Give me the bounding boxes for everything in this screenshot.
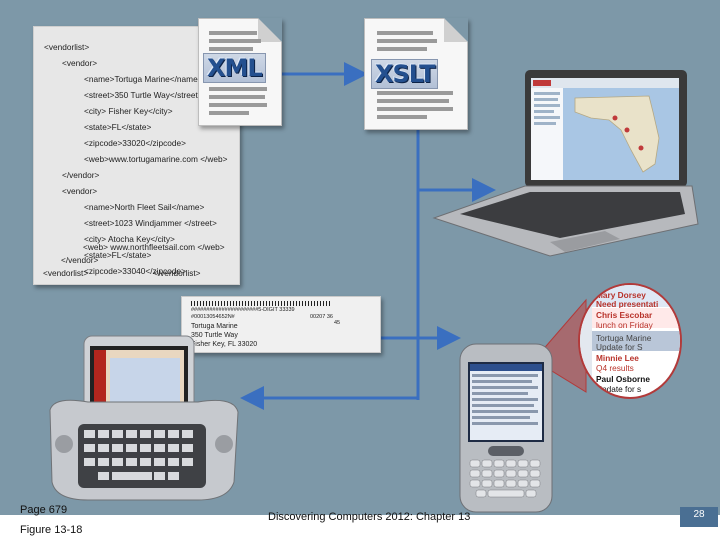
email-subject: Update for S <box>596 342 643 352</box>
code-line: <vendorlist> <box>44 42 90 52</box>
figure-caption: Figure 13-18 <box>20 524 83 536</box>
label-street: 350 Turtle Way <box>191 332 238 339</box>
label-name: Tortuga Marine <box>191 323 238 330</box>
email-sender: Minnie Lee <box>596 353 639 363</box>
code-line: <vendor> <box>62 186 98 196</box>
code-right-text: 00207 36 <box>310 314 333 320</box>
email-subject: Update for s <box>596 384 642 394</box>
chapter-title: Discovering Computers 2012: Chapter 13 <box>268 511 471 523</box>
barcode-text: ######################5-DIGIT 33339 <box>191 307 295 313</box>
email-sender: Paul Osborne <box>596 374 650 384</box>
laptop-keyboard-base <box>432 185 699 257</box>
code-line: <street>1023 Windjammer </street> <box>84 218 217 228</box>
code-line: <vendor> <box>62 58 98 68</box>
code-line: <zipcode>33040</zipcode> <box>84 266 186 276</box>
laptop-screen-map <box>531 78 679 180</box>
code-line: <street>350 Turtle Way</street> <box>84 90 203 100</box>
code-line: <state>FL</state> <box>84 250 152 260</box>
xml-label: XML <box>203 53 266 83</box>
map-view <box>531 78 679 180</box>
label-city-line: Fisher Key, FL 33020 <box>191 341 258 348</box>
code-line: <web> www.northfleetsail.com </web> <box>83 242 225 252</box>
code-line: <city> Atocha Key</city> <box>84 234 175 244</box>
email-sender: Mary Dorsey <box>596 290 646 300</box>
code-line: </vendor> <box>62 170 100 180</box>
code-line: <name>Tortuga Marine</name> <box>84 74 203 84</box>
code-line: <web>www.tortugamarine.com </web> <box>84 154 228 164</box>
figure-area: <vendorlist> <vendor> <name>Tortuga Mari… <box>0 0 720 515</box>
xslt-label: XSLT <box>371 59 439 89</box>
page-number: 28 <box>693 509 705 520</box>
email-subject: lunch on Friday <box>596 320 653 330</box>
xslt-document-icon: XSLT <box>364 18 468 130</box>
xml-document-icon: XML <box>198 18 282 126</box>
mailing-label: ######################5-DIGIT 33339 #000… <box>181 296 381 353</box>
email-sender: Tortuga Marine <box>596 333 652 343</box>
page-reference: Page 679 <box>20 504 68 516</box>
sidekick-phone <box>49 335 239 501</box>
code-line: <zipcode>33020</zipcode> <box>84 138 186 148</box>
page-number-box <box>680 507 718 527</box>
treo-smartphone <box>459 343 553 513</box>
code-small-text: 45 <box>334 320 341 326</box>
code-line: </vendorlist> <box>153 268 201 278</box>
email-subject: Need presentati <box>596 299 659 309</box>
email-callout: Mary Dorsey Need presentati Chris Escoba… <box>578 283 682 399</box>
callout-icon-strip <box>580 285 592 397</box>
postal-barcode <box>191 301 331 306</box>
code-line: <name>North Fleet Sail</name> <box>84 202 205 212</box>
email-sender: Chris Escobar <box>596 310 653 320</box>
code-line: <city> Fisher Key</city> <box>84 106 173 116</box>
code-line: <vendorlist> <box>43 268 89 278</box>
code-line: <state>FL</state> <box>84 122 152 132</box>
code-line: </vendor> <box>61 255 99 265</box>
email-subject: Q4 results <box>596 363 634 373</box>
code-line-text: #00013054652N# <box>191 314 235 320</box>
